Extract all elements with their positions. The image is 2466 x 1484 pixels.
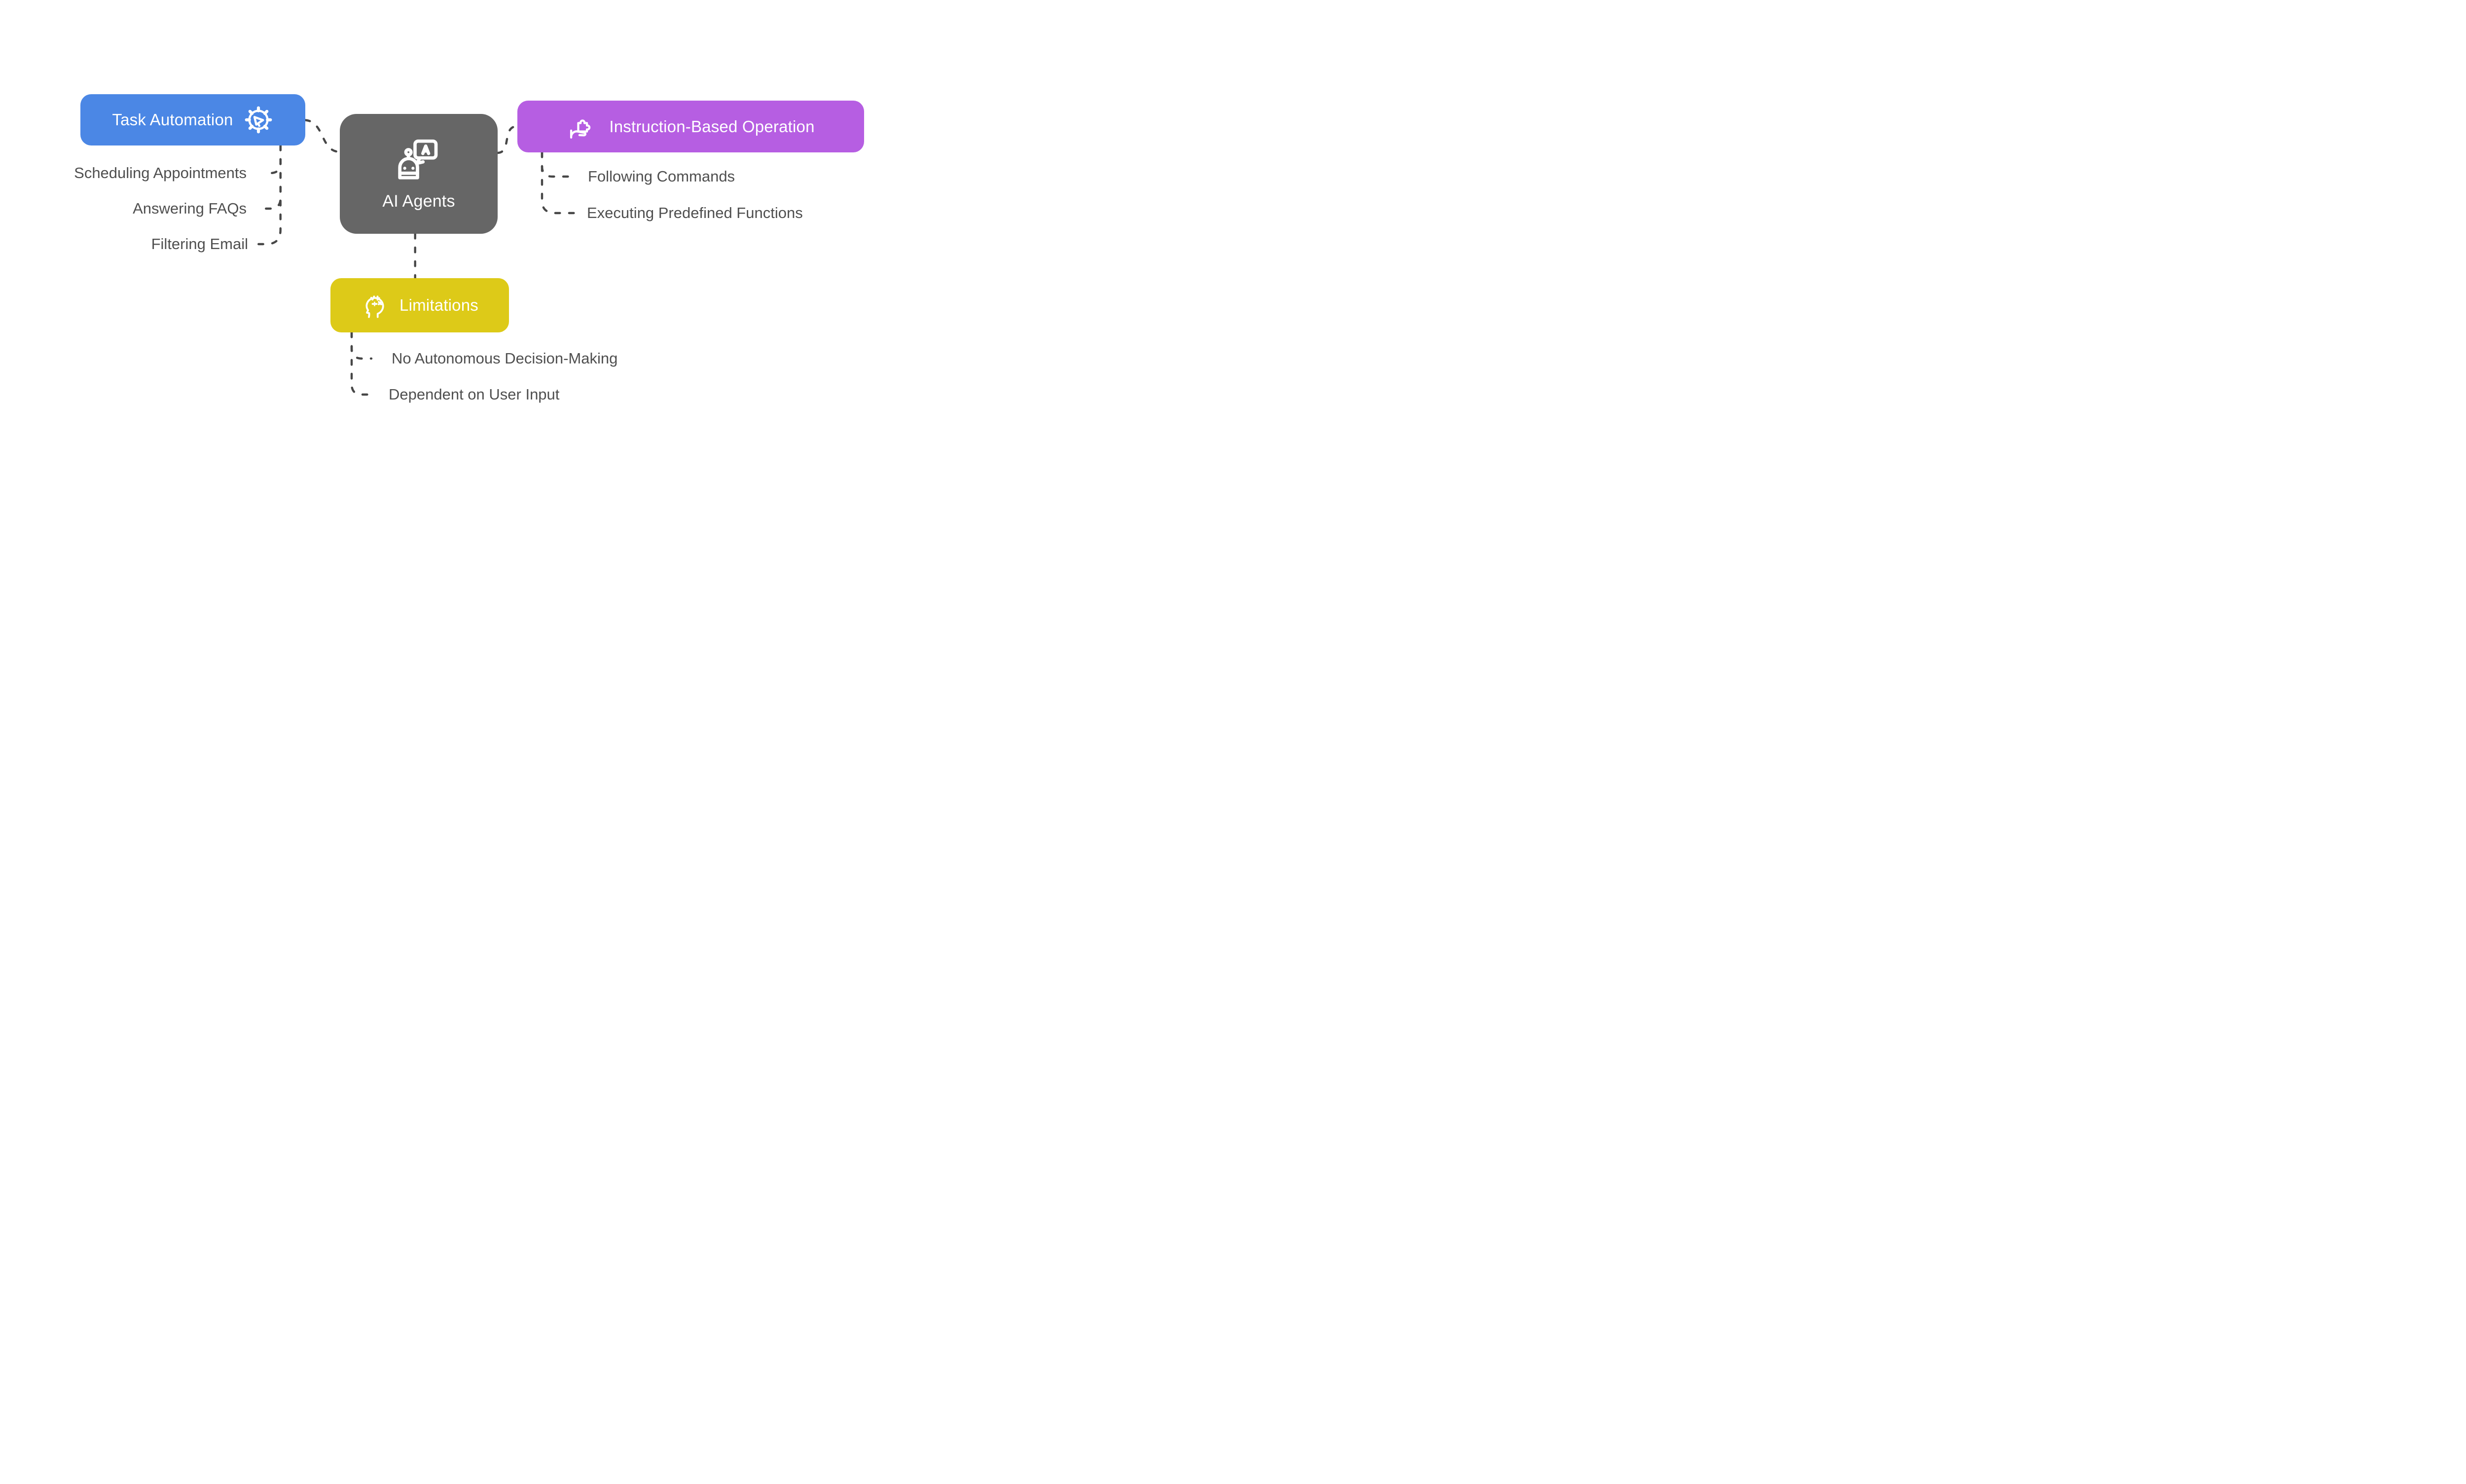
node-label-task-automation: Task Automation [112, 110, 233, 129]
subitem-dependent-on-user-input: Dependent on User Input [389, 386, 560, 403]
connector-center-to-instruction-based [496, 125, 519, 154]
mindmap-canvas: AI Agents Task Automation [0, 0, 878, 495]
subitem-answering-faqs: Answering FAQs [133, 200, 247, 217]
connector-filtering-email [251, 144, 282, 246]
node-label-ai-agents: AI Agents [382, 192, 455, 211]
node-label-limitations: Limitations [399, 296, 478, 314]
gear-megaphone-icon [243, 105, 274, 135]
node-ai-agents: AI Agents [340, 114, 498, 234]
connector-no-autonomous [350, 331, 373, 360]
connector-layer [251, 119, 576, 396]
connector-executing-predefined [541, 151, 576, 215]
head-math-icon [361, 290, 391, 320]
hand-puzzle-icon [567, 111, 598, 143]
subitem-executing-predefined-functions: Executing Predefined Functions [587, 204, 803, 221]
connector-following-commands [541, 151, 571, 178]
connector-scheduling-appointments [261, 144, 282, 175]
robot-chat-icon [394, 137, 443, 186]
subitem-scheduling-appointments: Scheduling Appointments [74, 164, 247, 181]
subitem-no-autonomous-decision-making: No Autonomous Decision-Making [392, 350, 618, 367]
subitem-following-commands: Following Commands [588, 168, 735, 185]
node-label-instruction-based-operation: Instruction-Based Operation [609, 117, 815, 136]
node-limitations: Limitations [330, 278, 509, 332]
node-task-automation: Task Automation [80, 94, 305, 145]
subitem-filtering-email: Filtering Email [151, 235, 248, 253]
node-instruction-based-operation: Instruction-Based Operation [517, 101, 864, 152]
connector-answering-faqs [261, 144, 282, 210]
connector-center-to-task-automation [304, 119, 341, 153]
connector-dependent-user-input [350, 331, 372, 396]
